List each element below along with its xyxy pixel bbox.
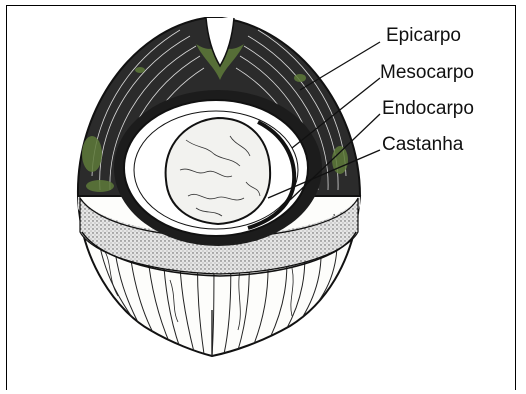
label-epicarpo: Epicarpo	[386, 26, 461, 45]
label-endocarpo: Endocarpo	[382, 99, 474, 118]
label-castanha: Castanha	[382, 135, 463, 154]
label-mesocarpo: Mesocarpo	[380, 63, 474, 82]
epicarpo-leader	[300, 42, 380, 90]
kernel	[166, 118, 271, 224]
